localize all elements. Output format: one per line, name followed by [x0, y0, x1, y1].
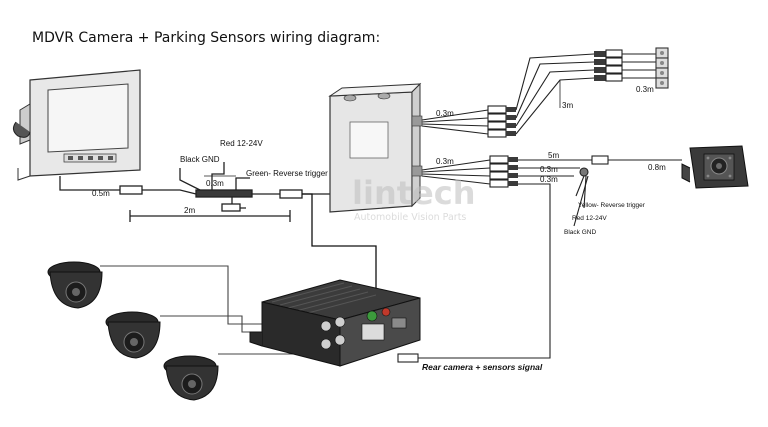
label-harness-2m: 2m [184, 206, 195, 215]
label-monitor-05m: 0.5m [92, 189, 110, 198]
label-green-reverse: Green- Reverse trigger [246, 169, 328, 178]
watermark-tagline: Automobile Vision Parts [354, 212, 466, 223]
reverse-trigger-cable [302, 193, 377, 300]
label-cable-03m-b: 0.3m [540, 175, 558, 184]
label-rear-signal: Rear camera + sensors signal [422, 362, 543, 372]
label-cable-03m-a: 0.3m [540, 165, 558, 174]
rear-camera [681, 145, 749, 189]
label-red-power: Red 12-24V [220, 139, 263, 148]
sensor-harness [421, 47, 669, 138]
dome-camera-2 [105, 311, 161, 359]
label-box-3m: 3m [562, 101, 573, 110]
watermark-brand: lintech [352, 174, 475, 212]
label-cable-5m: 5m [548, 151, 559, 160]
label-black-gnd-2: Black GND [564, 229, 596, 236]
dome-camera-3 [163, 355, 219, 401]
diagram-title: MDVR Camera + Parking Sensors wiring dia… [32, 30, 381, 46]
dome-camera-1 [47, 261, 103, 309]
label-box-03m-top: 0.3m [436, 109, 454, 118]
label-yellow-reverse: Yellow- Reverse trigger [578, 202, 646, 209]
mdvr-unit [249, 279, 421, 367]
watermark: lintech Automobile Vision Parts [352, 174, 475, 223]
label-sensors-03m: 0.3m [636, 85, 654, 94]
label-camera-08m: 0.8m [648, 163, 666, 172]
camera-harness [397, 155, 682, 363]
label-harness-03m: 0.3m [206, 179, 224, 188]
monitor-cable [59, 162, 330, 222]
label-black-gnd: Black GND [180, 155, 220, 164]
junction-box [328, 82, 423, 213]
label-red-power-2: Red 12-24V [572, 215, 607, 222]
monitor [12, 69, 141, 181]
label-box-03m-mid: 0.3m [436, 157, 454, 166]
